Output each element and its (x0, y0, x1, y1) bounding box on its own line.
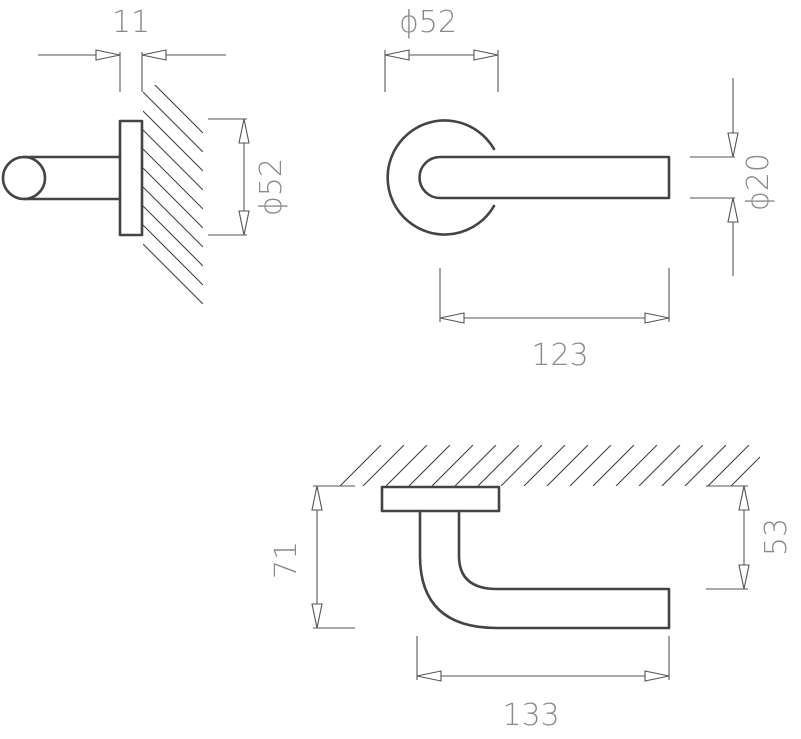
dim-label-lever-length-front: 123 (531, 338, 588, 373)
lever-side-outline (22, 155, 122, 201)
wall-hatching-top (340, 445, 760, 486)
dimension-projection-lever: 53 (706, 485, 794, 590)
dimension-projection-total: 71 (269, 485, 355, 629)
dim-label-rose-diameter-front: ϕ52 (399, 5, 457, 40)
dimension-rose-diameter-front: ϕ52 (384, 5, 499, 92)
wall-hatching-side (143, 85, 203, 305)
dim-label-projection-total: 71 (269, 541, 304, 579)
dim-label-lever-length-top: 133 (502, 698, 559, 733)
dimension-rose-diameter-side: ϕ52 (208, 118, 289, 236)
dim-label-thickness: 11 (112, 5, 150, 40)
rose-front-circle (386, 119, 496, 236)
dimension-lever-length-top: 133 (416, 636, 670, 733)
dimension-lever-length-front: 123 (439, 268, 670, 373)
dim-label-rose-diameter-side: ϕ52 (254, 158, 289, 216)
top-view: 71 53 133 (269, 445, 794, 733)
dimension-rose-thickness: 11 (38, 5, 226, 92)
dim-label-lever-diameter: ϕ20 (741, 153, 776, 211)
dim-label-projection-lever: 53 (759, 518, 794, 556)
lever-top-outline (418, 509, 671, 630)
side-view: 11 ϕ52 (1, 5, 289, 305)
rose-top (380, 485, 501, 513)
lever-end-circle (1, 155, 47, 201)
rose-side (118, 119, 144, 237)
dimension-lever-diameter: ϕ20 (690, 78, 776, 276)
front-view: ϕ52 123 ϕ20 (384, 5, 776, 373)
lever-front-outline (418, 155, 671, 200)
